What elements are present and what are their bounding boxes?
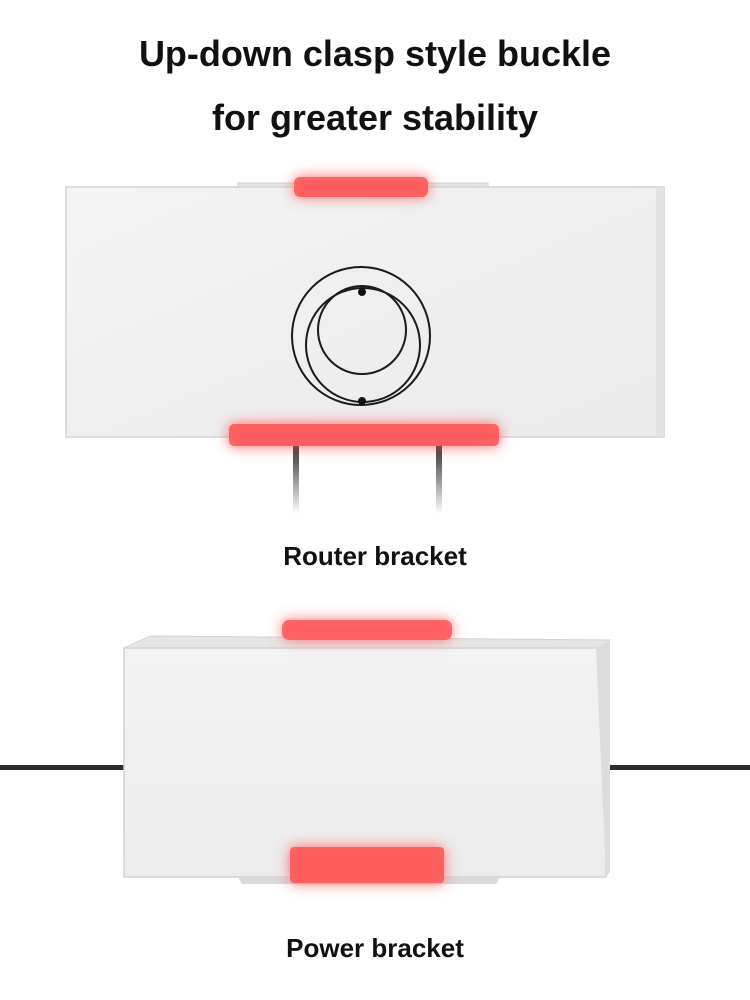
power-bracket-caption: Power bracket <box>286 933 464 963</box>
power-top-clasp-highlight <box>282 620 452 640</box>
router-bracket <box>65 177 665 514</box>
power-bracket <box>0 620 750 884</box>
router-bottom-clasp-highlight <box>229 424 499 446</box>
router-cable-left <box>293 444 299 514</box>
router-cable-right <box>436 444 442 514</box>
power-bottom-clasp-highlight <box>290 847 444 883</box>
power-cable-right <box>606 765 750 770</box>
headline-line-2: for greater stability <box>211 97 539 138</box>
power-bracket-box <box>123 647 607 878</box>
power-cable-left <box>0 765 130 770</box>
router-bracket-caption: Router bracket <box>283 541 467 571</box>
headline-line-1: Up-down clasp style buckle <box>138 33 612 74</box>
router-top-clasp-highlight <box>294 177 428 197</box>
